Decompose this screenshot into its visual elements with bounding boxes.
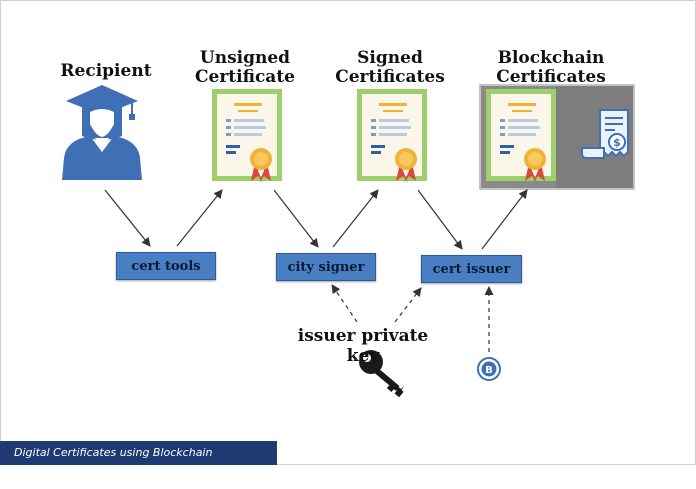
signed-certificate-icon	[357, 89, 427, 183]
city-signer-box: city signer	[276, 253, 376, 281]
unsigned-certificate-icon	[212, 89, 282, 183]
receipt-icon: $	[581, 109, 629, 159]
flow-arrows	[104, 189, 528, 250]
issuer-private-key-label: issuer private key	[297, 326, 429, 366]
title-recipient: Recipient	[60, 61, 152, 81]
diagram-graphics: $ B	[62, 84, 635, 398]
bitcoin-icon: B	[477, 357, 501, 381]
svg-text:$: $	[613, 136, 621, 149]
key-arrows	[331, 284, 494, 352]
key-icon	[359, 350, 404, 398]
title-blockchain-certificates: Blockchain Certificates	[496, 48, 606, 87]
cert-tools-box: cert tools	[116, 252, 216, 280]
caption-bar: Digital Certificates using Blockchain Te…	[0, 441, 277, 483]
title-signed-certificates: Signed Certificates	[335, 48, 445, 87]
graduate-icon	[62, 85, 142, 180]
svg-text:B: B	[485, 365, 493, 376]
blockchain-certificate-icon	[486, 89, 556, 183]
cert-issuer-box: cert issuer	[421, 255, 522, 283]
title-unsigned-certificate: Unsigned Certificate	[194, 48, 295, 87]
